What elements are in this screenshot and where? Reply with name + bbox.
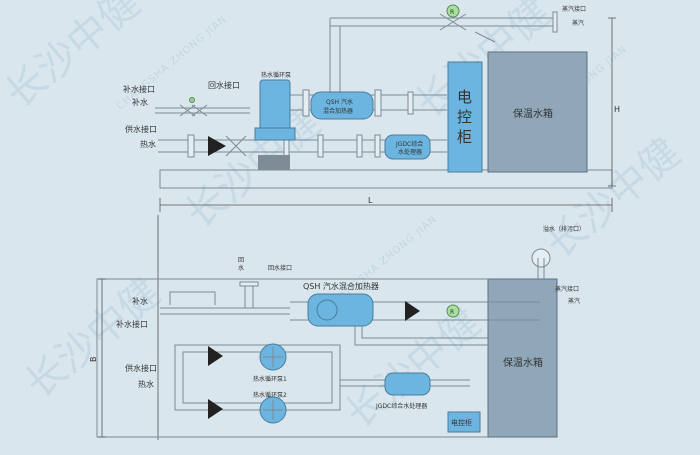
svg-text:回水接口: 回水接口 bbox=[208, 80, 240, 90]
svg-text:R: R bbox=[450, 9, 454, 16]
svg-text:热水循环泵1: 热水循环泵1 bbox=[253, 375, 287, 383]
elevation-view: R 热水循环泵 QSH 汽水 混合加热器 bbox=[123, 4, 620, 212]
svg-text:补水: 补水 bbox=[132, 296, 148, 306]
svg-text:蒸汽: 蒸汽 bbox=[572, 19, 584, 27]
svg-text:水: 水 bbox=[238, 264, 244, 272]
svg-text:蒸汽接口: 蒸汽接口 bbox=[562, 5, 586, 13]
qsh-heater-plan bbox=[307, 293, 374, 327]
control-cabinet: 电 控 柜 bbox=[447, 61, 483, 173]
circulation-pump: 热水循环泵 bbox=[254, 71, 296, 170]
svg-text:蒸汽: 蒸汽 bbox=[568, 297, 580, 305]
svg-text:热水循环泵2: 热水循环泵2 bbox=[253, 391, 287, 399]
svg-text:保温水箱: 保温水箱 bbox=[503, 356, 543, 369]
gauge-icon bbox=[189, 97, 195, 103]
relief-valve-top: R bbox=[439, 4, 467, 31]
svg-text:供水接口: 供水接口 bbox=[125, 363, 157, 373]
svg-text:长沙中健: 长沙中健 bbox=[177, 100, 329, 238]
svg-text:供水接口: 供水接口 bbox=[125, 124, 157, 134]
svg-text:热水循环泵: 热水循环泵 bbox=[261, 71, 291, 79]
svg-text:电: 电 bbox=[457, 88, 472, 106]
svg-text:JGDC综合: JGDC综合 bbox=[395, 140, 423, 148]
svg-text:JGDC综合水处理器: JGDC综合水处理器 bbox=[375, 402, 427, 410]
svg-text:L: L bbox=[368, 196, 373, 205]
svg-text:电控柜: 电控柜 bbox=[451, 418, 472, 427]
jgdc-treater: JGDC综合 水处理器 bbox=[384, 134, 431, 160]
circulation-pump-2 bbox=[259, 396, 287, 424]
svg-text:控: 控 bbox=[457, 108, 472, 126]
svg-text:热水: 热水 bbox=[138, 379, 154, 389]
svg-text:热水: 热水 bbox=[140, 139, 156, 149]
circulation-pump-1 bbox=[259, 343, 287, 371]
relief-valve-plan bbox=[446, 304, 460, 318]
qsh-heater: QSH 汽水 混合加热器 bbox=[310, 91, 374, 120]
insulated-water-tank-plan: 保温水箱 bbox=[487, 278, 558, 438]
svg-text:补水接口: 补水接口 bbox=[123, 84, 155, 94]
svg-text:QSH 汽水混合加热器: QSH 汽水混合加热器 bbox=[303, 281, 379, 291]
insulated-water-tank: 保温水箱 bbox=[487, 51, 588, 173]
check-valve-icon bbox=[405, 301, 420, 321]
check-valve-icon bbox=[208, 136, 226, 156]
svg-text:溢水（排污口）: 溢水（排污口） bbox=[543, 225, 585, 233]
svg-text:R: R bbox=[450, 309, 454, 316]
svg-text:B: B bbox=[89, 357, 98, 363]
plan-view: B 保温水箱 R bbox=[89, 215, 585, 440]
svg-text:H: H bbox=[614, 105, 620, 114]
svg-text:QSH 汽水: QSH 汽水 bbox=[326, 98, 353, 106]
svg-text:回: 回 bbox=[238, 257, 244, 264]
svg-text:补水接口: 补水接口 bbox=[116, 319, 148, 329]
svg-text:水处理器: 水处理器 bbox=[398, 148, 422, 156]
control-cabinet-plan: 电控柜 bbox=[447, 411, 481, 433]
jgdc-treater-plan bbox=[384, 372, 431, 396]
svg-text:保温水箱: 保温水箱 bbox=[513, 107, 553, 120]
svg-text:补水: 补水 bbox=[132, 97, 148, 107]
svg-text:蒸汽接口: 蒸汽接口 bbox=[555, 285, 579, 293]
svg-text:混合加热器: 混合加热器 bbox=[323, 107, 353, 115]
svg-text:回水接口: 回水接口 bbox=[268, 264, 292, 272]
svg-text:柜: 柜 bbox=[457, 128, 472, 146]
